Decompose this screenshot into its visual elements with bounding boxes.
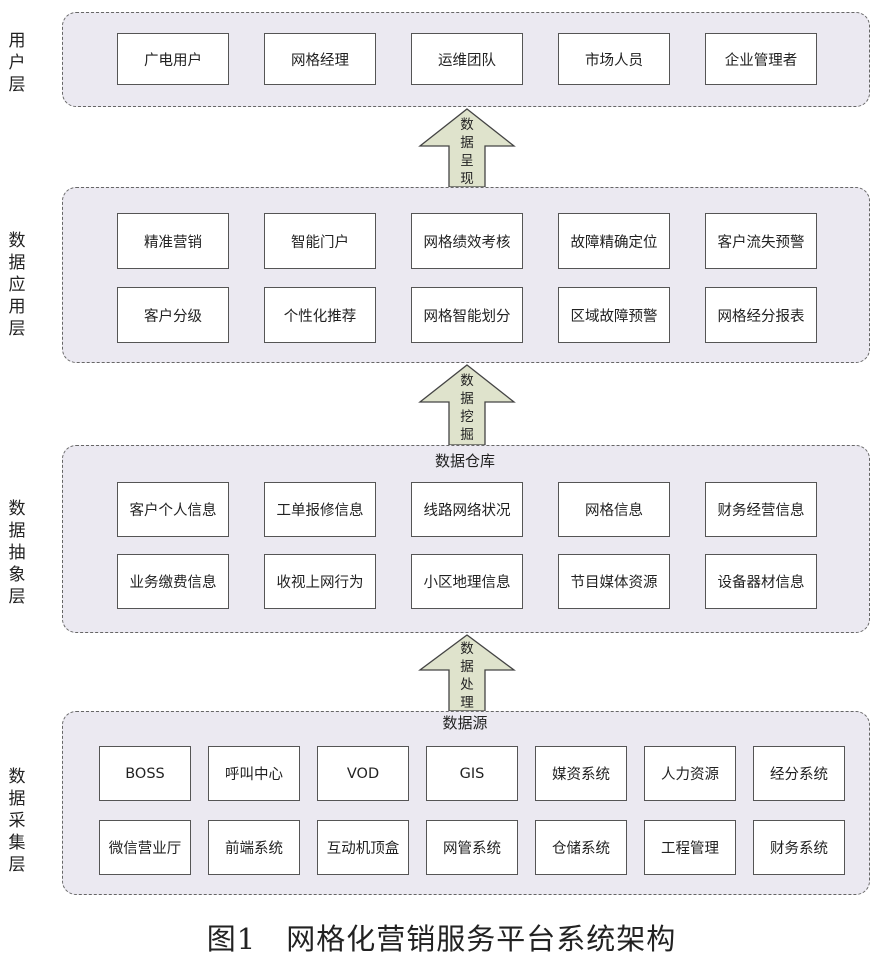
- application-node: 网格智能划分: [411, 287, 523, 343]
- layer-label-application: 数据应用层: [8, 231, 26, 339]
- arrow-label-present: 数据呈现: [460, 117, 474, 187]
- source-node: 微信营业厅: [99, 820, 191, 875]
- application-node: 客户流失预警: [705, 213, 817, 269]
- source-node: VOD: [317, 746, 409, 801]
- abstraction-node: 业务缴费信息: [117, 554, 229, 609]
- application-node: 故障精确定位: [558, 213, 670, 269]
- source-node: 仓储系统: [535, 820, 627, 875]
- application-node: 网格绩效考核: [411, 213, 523, 269]
- application-node: 区域故障预警: [558, 287, 670, 343]
- source-node: 互动机顶盒: [317, 820, 409, 875]
- application-node: 精准营销: [117, 213, 229, 269]
- layer-label-user: 用户层: [8, 31, 26, 95]
- source-node: 网管系统: [426, 820, 518, 875]
- arrow-label-mining: 数据挖掘: [460, 373, 474, 443]
- abstraction-node: 客户个人信息: [117, 482, 229, 537]
- layer-label-collection: 数据采集层: [8, 767, 26, 875]
- user-node: 网格经理: [264, 33, 376, 85]
- source-node: 经分系统: [753, 746, 845, 801]
- abstraction-node: 网格信息: [558, 482, 670, 537]
- source-node: 人力资源: [644, 746, 736, 801]
- source-node: 媒资系统: [535, 746, 627, 801]
- abstraction-node: 收视上网行为: [264, 554, 376, 609]
- user-node: 广电用户: [117, 33, 229, 85]
- figure-title: 图1 网格化营销服务平台系统架构: [206, 922, 677, 956]
- layer-label-abstraction: 数据抽象层: [8, 499, 26, 607]
- source-node: 前端系统: [208, 820, 300, 875]
- source-node: 工程管理: [644, 820, 736, 875]
- arrow-label-processing: 数据处理: [460, 641, 474, 711]
- application-node: 网格经分报表: [705, 287, 817, 343]
- user-node: 运维团队: [411, 33, 523, 85]
- source-node: BOSS: [99, 746, 191, 801]
- abstraction-node: 节目媒体资源: [558, 554, 670, 609]
- application-node: 个性化推荐: [264, 287, 376, 343]
- abstraction-node: 财务经营信息: [705, 482, 817, 537]
- source-node: 财务系统: [753, 820, 845, 875]
- data-source-caption: 数据源: [442, 714, 488, 732]
- data-warehouse-caption: 数据仓库: [434, 452, 495, 470]
- abstraction-node: 设备器材信息: [705, 554, 817, 609]
- user-node: 企业管理者: [705, 33, 817, 85]
- source-node: GIS: [426, 746, 518, 801]
- abstraction-node: 线路网络状况: [411, 482, 523, 537]
- user-node: 市场人员: [558, 33, 670, 85]
- application-node: 智能门户: [264, 213, 376, 269]
- source-node: 呼叫中心: [208, 746, 300, 801]
- application-node: 客户分级: [117, 287, 229, 343]
- abstraction-node: 小区地理信息: [411, 554, 523, 609]
- abstraction-node: 工单报修信息: [264, 482, 376, 537]
